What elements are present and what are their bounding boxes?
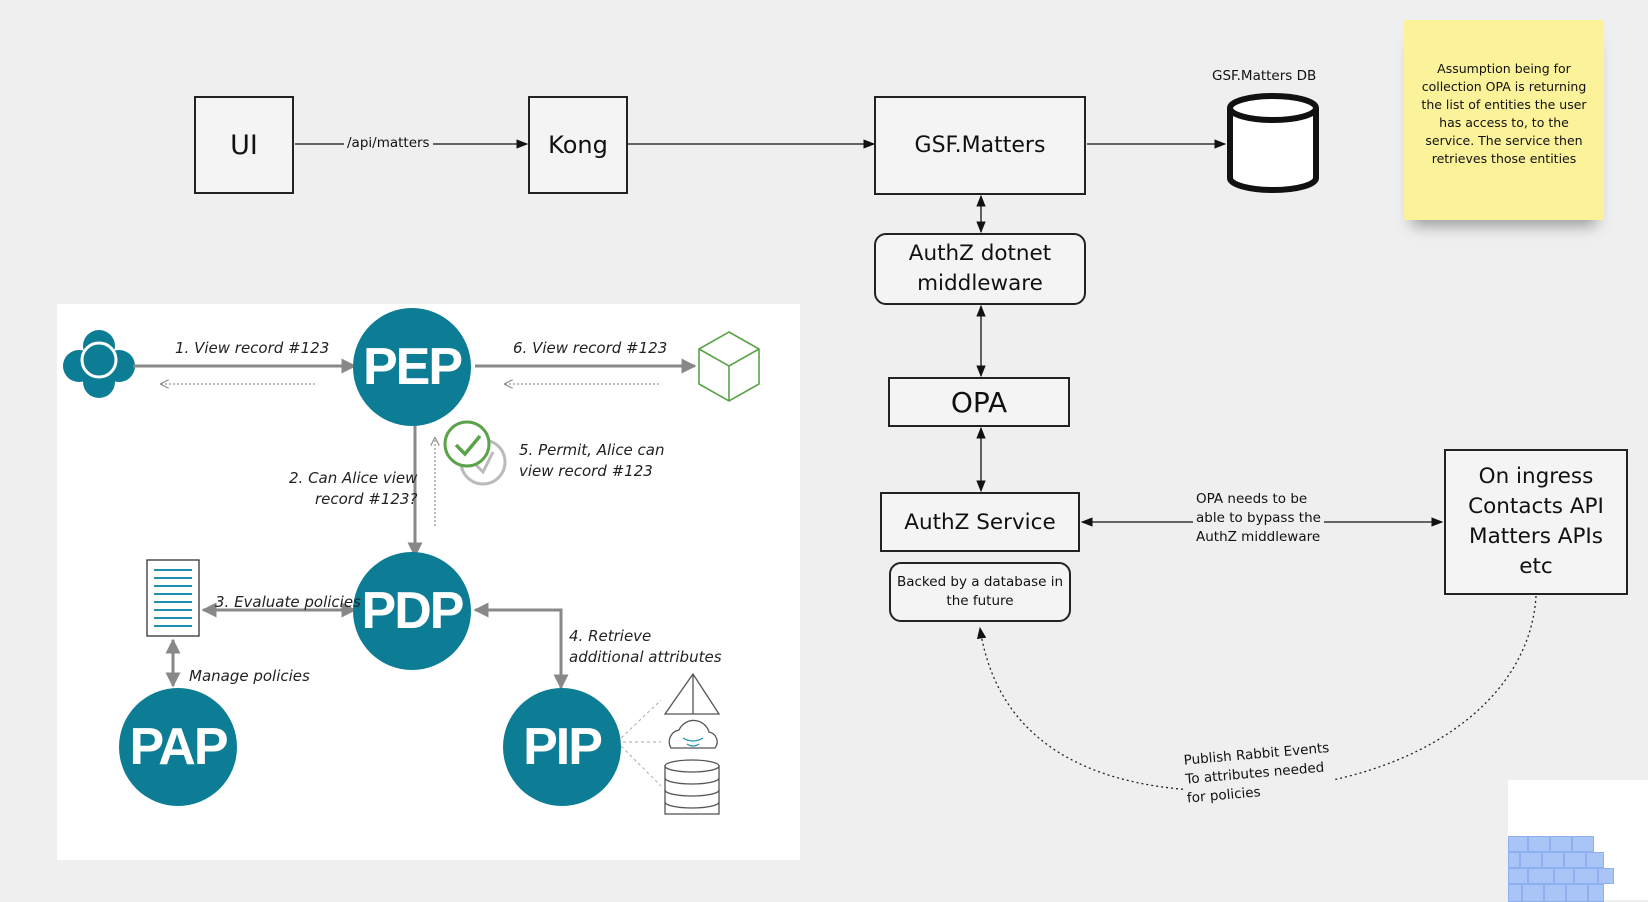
gsf-matters-label: GSF.Matters: [914, 133, 1046, 158]
backed-line2: the future: [946, 593, 1014, 609]
edge-opa-line2: able to bypass the: [1196, 510, 1321, 526]
gsf-matters-node: GSF.Matters: [874, 96, 1086, 195]
xacml-diagram-image: PEP PDP PAP PIP 1. View record #123 6. V…: [57, 304, 800, 860]
step2-label: 2. Can Alice view record #123?: [289, 468, 417, 510]
backed-by-db-node: Backed by a database in the future: [889, 562, 1071, 622]
step2-line2: record #123?: [314, 490, 418, 508]
pip-node: PIP: [503, 688, 621, 806]
xacml-connectors: [63, 330, 760, 815]
database-stack-icon: [664, 759, 720, 815]
opa-node: OPA: [888, 377, 1070, 427]
ingress-line2: Contacts API: [1468, 494, 1604, 519]
database-icon: [1227, 93, 1319, 193]
ingress-line1: On ingress: [1478, 464, 1594, 489]
pap-label: PAP: [129, 718, 228, 776]
step4-line2: additional attributes: [569, 648, 722, 666]
pdp-label: PDP: [361, 582, 465, 640]
sticky-line6: retrieves those entities: [1431, 151, 1577, 166]
pep-node: PEP: [353, 308, 471, 426]
edge-opa-line3: AuthZ middleware: [1196, 529, 1321, 545]
ui-node-label: UI: [230, 129, 258, 161]
users-icon: [63, 330, 135, 398]
authz-service-node: AuthZ Service: [880, 492, 1080, 552]
opa-node-label: OPA: [950, 385, 1008, 419]
sticky-line1: Assumption being for: [1437, 61, 1571, 76]
sticky-line4: has access to, to the: [1439, 115, 1569, 130]
edge-api-matters-label: /api/matters: [344, 134, 433, 153]
minimap-widget[interactable]: [1508, 780, 1648, 902]
pip-label: PIP: [523, 718, 603, 776]
sticky-line3: the list of entities the user: [1421, 97, 1587, 112]
policy-document-icon: [146, 559, 200, 637]
resource-cube-icon: [698, 331, 760, 402]
ingress-line3: Matters APIs: [1469, 524, 1603, 549]
step1-label: 1. View record #123: [175, 339, 330, 357]
kong-node-label: Kong: [548, 131, 608, 159]
step6-label: 6. View record #123: [513, 339, 668, 357]
edge-opa-bypass-label: OPA needs to be able to bypass the AuthZ…: [1193, 490, 1324, 547]
ingress-line4: etc: [1519, 554, 1553, 579]
step2-line1: 2. Can Alice view: [289, 469, 418, 487]
step5-line1: 5. Permit, Alice can: [519, 441, 665, 459]
pyramid-icon: [663, 672, 721, 715]
ui-node: UI: [194, 96, 294, 194]
ingress-node: On ingress Contacts API Matters APIs etc: [1444, 449, 1628, 595]
manage-policies-label: Manage policies: [189, 667, 310, 685]
edge-rabbit-events: [976, 595, 1537, 792]
step3-label: 3. Evaluate policies: [215, 593, 361, 611]
authz-middleware-node: AuthZ dotnet middleware: [874, 233, 1086, 305]
step4-label: 4. Retrieve additional attributes: [569, 626, 722, 668]
sticky-line2: collection OPA is returning: [1421, 79, 1587, 94]
pap-node: PAP: [119, 688, 237, 806]
step5-label: 5. Permit, Alice can view record #123: [519, 440, 665, 482]
permit-check-icon: [443, 420, 507, 486]
pep-label: PEP: [362, 338, 463, 396]
backed-line1: Backed by a database in: [896, 574, 1064, 590]
authz-service-label: AuthZ Service: [904, 509, 1056, 535]
authz-middleware-line1: AuthZ dotnet: [908, 241, 1052, 266]
db-label: GSF.Matters DB: [1212, 68, 1317, 84]
sticky-line5: service. The service then: [1425, 133, 1583, 148]
cloud-icon: [668, 719, 718, 749]
authz-middleware-line2: middleware: [917, 271, 1043, 296]
edge-opa-line1: OPA needs to be: [1196, 491, 1308, 507]
pdp-node: PDP: [353, 552, 471, 670]
step4-line1: 4. Retrieve: [569, 627, 652, 645]
step5-line2: view record #123: [519, 462, 653, 480]
kong-node: Kong: [528, 96, 628, 194]
sticky-note: Assumption being for collection OPA is r…: [1404, 20, 1604, 220]
